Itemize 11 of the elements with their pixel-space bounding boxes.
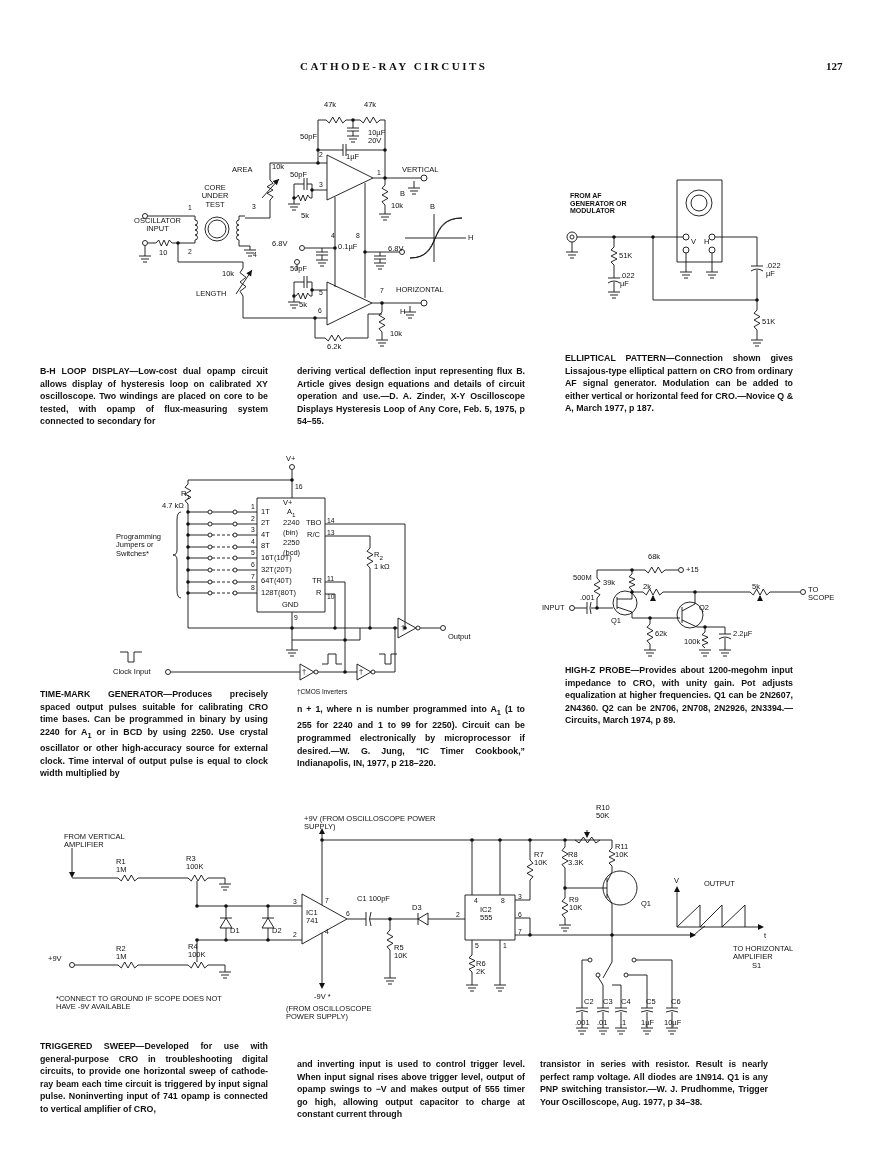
- caption-text: TRIGGERED SWEEP—Developed for use with general-purpose CRO in troubleshooting digital circuits, to provide one horizontal sweep of cathode-ray beam each time circuit is triggered by input signal pulse. Noninverting input of 741 opamp is connected to vertical amplifier of CRO,: [40, 1040, 268, 1116]
- caption-text: transistor in series with resistor. Result is nearly perfect ramp voltage. All diodes are 1N914. Q1 is any PNP switching transistor.—W. J. Prudhomme, Trigger Your Oscilloscope, Aug. 1977, p 34–38.: [540, 1058, 768, 1109]
- caption-text: B-H LOOP DISPLAY—Low-cost dual opamp circuit allows display of hysteresis loop on calibrated XY oscilloscope. Two windings are placed on core to be tested, with opamp of flux-measuring system connected to secondary for: [40, 365, 268, 428]
- caption-text: and inverting input is used to control trigger level. When input signal rises above trigger level, output of opamp swings to −V and makes output of 555 timer go high, allowing output capacitor to charge at constant current through: [297, 1058, 525, 1121]
- caption-text: TIME-MARK GENERATOR—Produces precisely spaced output pulses suitable for calibrating CRO time bases. Can be programmed in binary by using 2240 for A$_{1}$ or in BCD by using 2250. Use crystal oscillator or other high-accuracy source for external clock. Time interval of output pulse is equal to clock width multiplied by: [40, 688, 268, 780]
- page-number: 127: [826, 60, 843, 72]
- caption-text: n + 1, where n is number programmed into A$_{1}$ (1 to 255 for 2240 and 1 to 99 for 2250). Circuit can be programmed electronically by microprocessor if desired.—W. G. Jung, “IC Timer Cookbook,” Indianapolis, IN, 1977, p 218–220.: [297, 703, 525, 770]
- caption-text: deriving vertical deflection input representing flux B. Article gives design equations and details of circuit operation and use.—D. A. Zinder, X-Y Oscilloscope Displays Hysteresis Loop of Any Core, Feb. 5, 1975, p 54–55.: [297, 365, 525, 428]
- page-title: CATHODE-RAY CIRCUITS: [300, 60, 488, 72]
- caption-text: ELLIPTICAL PATTERN—Connection shown gives Lissajous-type elliptical pattern on CRO from ordinary AF signal generator. Modulation can be added to either vertical or horizontal feed for CRO.—Novice Q & A, March 1977, p 187.: [565, 352, 793, 415]
- caption-text: HIGH-Z PROBE—Provides about 1200-megohm input impedance to CRO, with unity gain. Pot adjusts equalization at higher frequencies. Q1 can be 2N2607, 2N4360. Q2 can be 2N706, 2N708, 2N2926, 2N3394.—Circuits, March 1974, p 89.: [565, 664, 793, 727]
